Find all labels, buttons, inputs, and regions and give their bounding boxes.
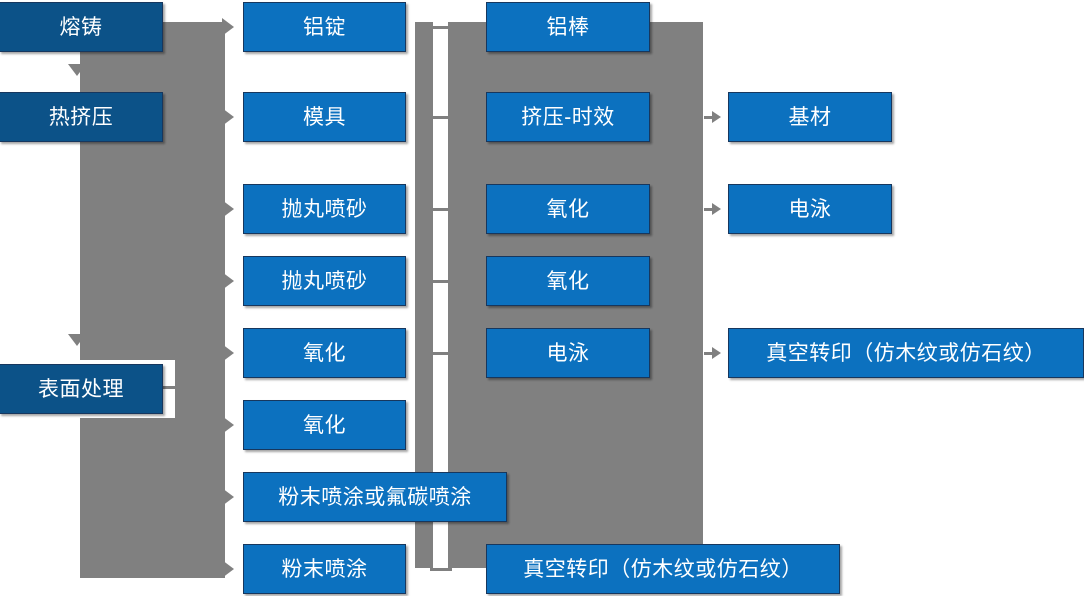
output-arrow-0 xyxy=(712,111,721,123)
node-label: 铝锭 xyxy=(303,15,346,39)
node-n-fenmo2[interactable]: 粉末喷涂 xyxy=(243,544,406,594)
node-label: 铝棒 xyxy=(546,15,590,39)
node-n-yanghua2[interactable]: 氧化 xyxy=(243,400,406,450)
node-label: 挤压-时效 xyxy=(521,105,615,129)
node-n-lubang[interactable]: 铝棒 xyxy=(486,2,650,52)
trunk-arrow-4 xyxy=(222,344,234,362)
node-n-zhenkong2[interactable]: 真空转印（仿木纹或仿石纹） xyxy=(728,328,1084,378)
node-label: 电泳 xyxy=(546,341,590,365)
node-label: 粉末喷涂 xyxy=(281,557,368,581)
node-n-yanghua1[interactable]: 氧化 xyxy=(243,328,406,378)
node-n-rejiya[interactable]: 热挤压 xyxy=(0,92,163,142)
node-n-zhenkong1[interactable]: 真空转印（仿木纹或仿石纹） xyxy=(486,544,840,594)
node-n-jicai[interactable]: 基材 xyxy=(728,92,892,142)
node-n-moju[interactable]: 模具 xyxy=(243,92,406,142)
trunk-arrow-7 xyxy=(222,560,234,578)
trunk-arrow-0 xyxy=(222,18,234,36)
output-arrow-stem-2 xyxy=(704,352,714,355)
node-label: 氧化 xyxy=(303,413,346,437)
node-label: 模具 xyxy=(303,105,346,129)
node-label: 真空转印（仿木纹或仿石纹） xyxy=(523,557,803,581)
node-n-biaomian[interactable]: 表面处理 xyxy=(0,364,163,414)
output-arrow-stem-0 xyxy=(704,116,714,119)
trunk-arrow-2 xyxy=(222,200,234,218)
trunk-arrow-1 xyxy=(222,108,234,126)
node-label: 电泳 xyxy=(788,197,832,221)
node-label: 真空转印（仿木纹或仿石纹） xyxy=(766,341,1046,365)
output-arrow-2 xyxy=(712,347,721,359)
branch-line-0 xyxy=(430,26,452,29)
node-n-dianyong2[interactable]: 电泳 xyxy=(728,184,892,234)
output-arrow-stem-1 xyxy=(704,208,714,211)
node-label: 表面处理 xyxy=(38,377,124,401)
node-n-dianyong1[interactable]: 电泳 xyxy=(486,328,650,378)
node-label: 氧化 xyxy=(546,197,590,221)
node-n-jiya-shixiao[interactable]: 挤压-时效 xyxy=(486,92,650,142)
node-n-ludin[interactable]: 铝锭 xyxy=(243,2,406,52)
branch-line-3 xyxy=(430,280,452,283)
trunk-left-stem xyxy=(163,386,185,389)
node-label: 熔铸 xyxy=(59,15,103,39)
node-label: 粉末喷涂或氟碳喷涂 xyxy=(278,485,472,509)
branch-line-4 xyxy=(430,352,452,355)
node-n-rongzhu[interactable]: 熔铸 xyxy=(0,2,163,52)
trunk-arrow-6 xyxy=(222,488,234,506)
node-n-fenmo1[interactable]: 粉末喷涂或氟碳喷涂 xyxy=(243,472,507,522)
node-label: 抛丸喷砂 xyxy=(281,269,368,293)
down-arrow-rongzhu-to-rejiya xyxy=(68,64,86,76)
branch-vertical-bar xyxy=(415,22,433,568)
node-label: 抛丸喷砂 xyxy=(281,197,368,221)
node-n-paowan1[interactable]: 抛丸喷砂 xyxy=(243,184,406,234)
output-arrow-1 xyxy=(712,203,721,215)
down-arrow-rejiya-to-biaomian xyxy=(68,334,86,346)
node-n-paowan2[interactable]: 抛丸喷砂 xyxy=(243,256,406,306)
node-label: 基材 xyxy=(788,105,832,129)
branch-line-2 xyxy=(430,208,452,211)
node-label: 氧化 xyxy=(546,269,590,293)
node-n-yanghua3[interactable]: 氧化 xyxy=(486,184,650,234)
node-n-yanghua4[interactable]: 氧化 xyxy=(486,256,650,306)
node-label: 热挤压 xyxy=(48,105,114,129)
trunk-arrow-5 xyxy=(222,416,234,434)
branch-line-5 xyxy=(430,568,452,571)
node-label: 氧化 xyxy=(303,341,346,365)
trunk-arrow-3 xyxy=(222,272,234,290)
branch-line-1 xyxy=(430,116,452,119)
